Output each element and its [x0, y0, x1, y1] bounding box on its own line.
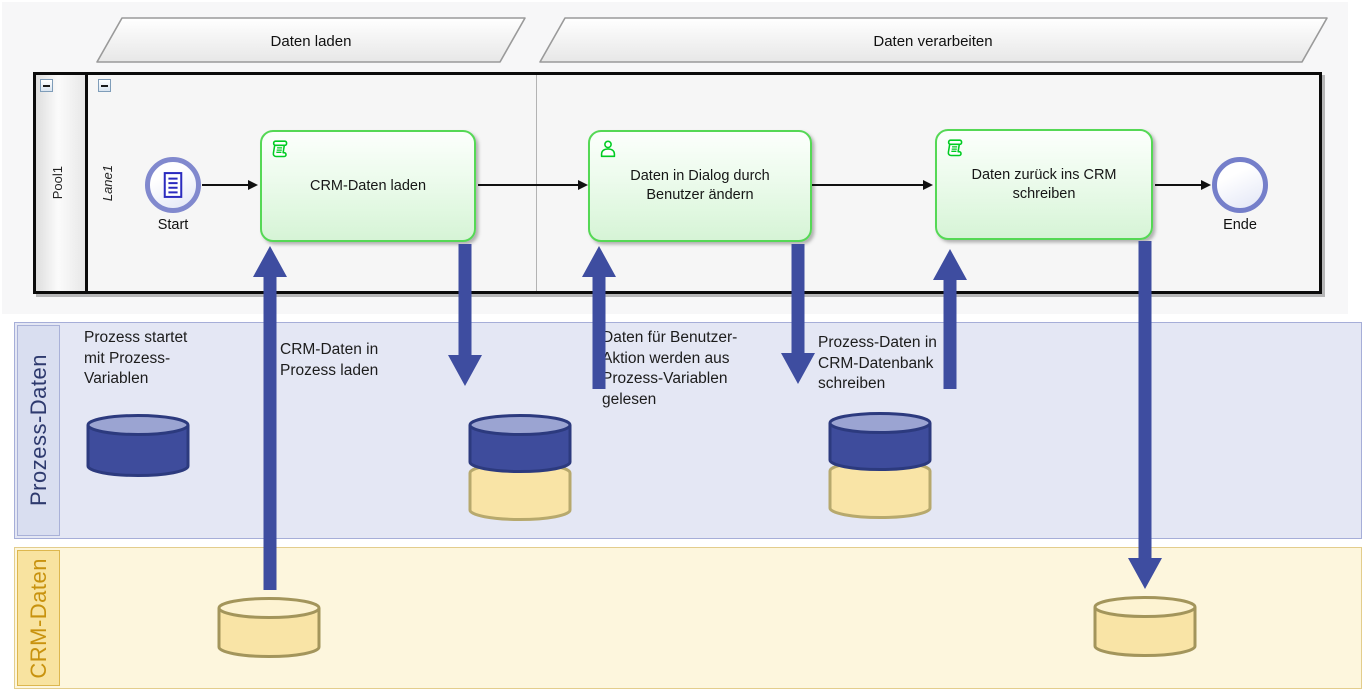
task-daten-in-dialog-aendern[interactable]: Daten in Dialog durch Benutzer ändern — [588, 130, 812, 242]
arrowhead-icon — [1201, 180, 1211, 190]
arrow-process-store-to-task3 — [933, 249, 967, 389]
arrow-task1-to-process-store — [448, 244, 482, 386]
arrow-task3-to-crm-store — [1128, 241, 1162, 589]
phase-daten-verarbeiten[interactable]: Daten verarbeiten — [538, 16, 1329, 66]
task-crm-daten-laden[interactable]: CRM-Daten laden — [260, 130, 476, 242]
pool-header[interactable]: Pool1 — [36, 75, 88, 291]
phase-divider — [536, 75, 537, 291]
stacked-process-crm-data-store-icon — [828, 412, 932, 519]
arrowhead-icon — [248, 180, 258, 190]
start-event[interactable] — [145, 157, 201, 213]
annotation-prozess-startet: Prozess startet mit Prozess- Variablen — [84, 329, 188, 387]
document-icon — [163, 172, 183, 198]
end-event-label: Ende — [1223, 217, 1257, 233]
annotation-prozess-daten-schreiben: Prozess-Daten in CRM-Datenbank schreiben — [818, 334, 937, 392]
pool-collapse-button[interactable] — [40, 79, 53, 92]
minus-icon — [101, 84, 108, 87]
stacked-process-crm-data-store-icon — [468, 414, 572, 521]
minus-icon — [43, 84, 50, 87]
user-icon — [600, 140, 616, 158]
band-label: CRM-Daten — [25, 557, 51, 679]
arrowhead-icon — [578, 180, 588, 190]
band-label: Prozess-Daten — [25, 354, 51, 507]
script-icon — [272, 140, 288, 158]
task-label: Daten zurück ins CRM schreiben — [971, 166, 1117, 202]
phase-label: Daten laden — [271, 33, 352, 50]
task-label: CRM-Daten laden — [309, 177, 427, 194]
arrow-process-store-to-task2 — [582, 246, 616, 389]
task-daten-zurueck-ins-crm[interactable]: Daten zurück ins CRM schreiben — [935, 129, 1153, 240]
lane-collapse-button[interactable] — [98, 79, 111, 92]
crm-data-store-icon — [217, 597, 321, 658]
phase-label: Daten verarbeiten — [873, 33, 992, 50]
task-label: Daten in Dialog durch Benutzer ändern — [630, 168, 770, 203]
band-prozess-daten: Prozess-Daten — [14, 322, 1362, 539]
process-data-store-icon — [86, 414, 190, 477]
end-event[interactable] — [1212, 157, 1268, 213]
phase-shape — [96, 17, 526, 63]
phase-daten-laden[interactable]: Daten laden — [95, 16, 529, 66]
arrowhead-icon — [923, 180, 933, 190]
arrow-crm-store-to-task1 — [253, 246, 287, 590]
start-event-label: Start — [157, 217, 189, 233]
band-crm-daten-header: CRM-Daten — [17, 550, 60, 686]
annotation-crm-daten-laden: CRM-Daten in Prozess laden — [280, 341, 379, 379]
pool-label: Pool1 — [50, 166, 65, 200]
lane-label: Lane1 — [100, 164, 115, 202]
band-prozess-daten-header: Prozess-Daten — [17, 325, 60, 536]
crm-data-store-icon — [1093, 596, 1197, 657]
script-icon — [947, 139, 963, 157]
phase-shape — [539, 17, 1328, 63]
annotation-daten-fuer-benutzer: Daten für Benutzer- Aktion werden aus Pr… — [602, 329, 738, 408]
arrow-task2-to-process-store — [781, 244, 815, 384]
